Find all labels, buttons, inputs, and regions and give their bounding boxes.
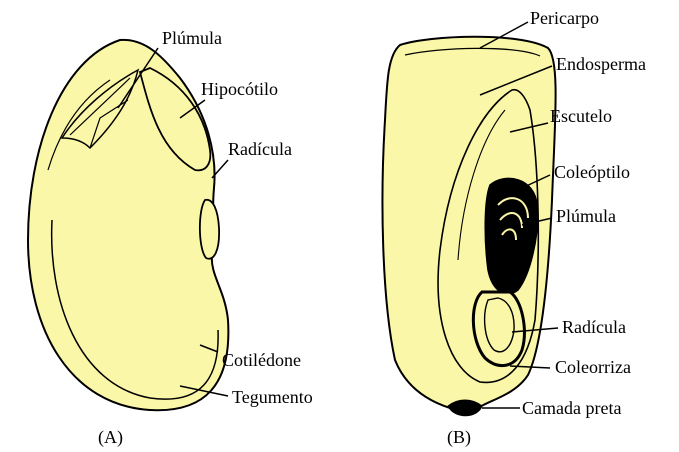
label-hipocotilo: Hipocótilo — [201, 79, 278, 99]
label-plumula-a: Plúmula — [162, 28, 222, 48]
seed-b-black-layer — [448, 400, 482, 416]
label-radicula-b: Radícula — [562, 317, 626, 337]
label-coleoptilo: Coleóptilo — [554, 162, 630, 182]
label-escutelo: Escutelo — [550, 106, 612, 126]
seed-a-radicle — [200, 200, 219, 259]
label-radicula-a: Radícula — [228, 139, 292, 159]
seed-b-radicle — [485, 298, 514, 352]
label-pericarpo: Pericarpo — [530, 8, 599, 28]
seed-a — [28, 40, 228, 410]
label-camada-preta: Camada preta — [522, 398, 621, 418]
label-coleorriza: Coleorriza — [555, 357, 631, 377]
label-plumula-b: Plúmula — [556, 206, 616, 226]
label-tegumento: Tegumento — [232, 387, 313, 407]
caption-a: (A) — [98, 427, 123, 448]
seed-b — [382, 37, 555, 416]
label-cotiledone: Cotilédone — [222, 350, 301, 370]
caption-b: (B) — [447, 427, 471, 448]
label-endosperma: Endosperma — [556, 54, 646, 74]
